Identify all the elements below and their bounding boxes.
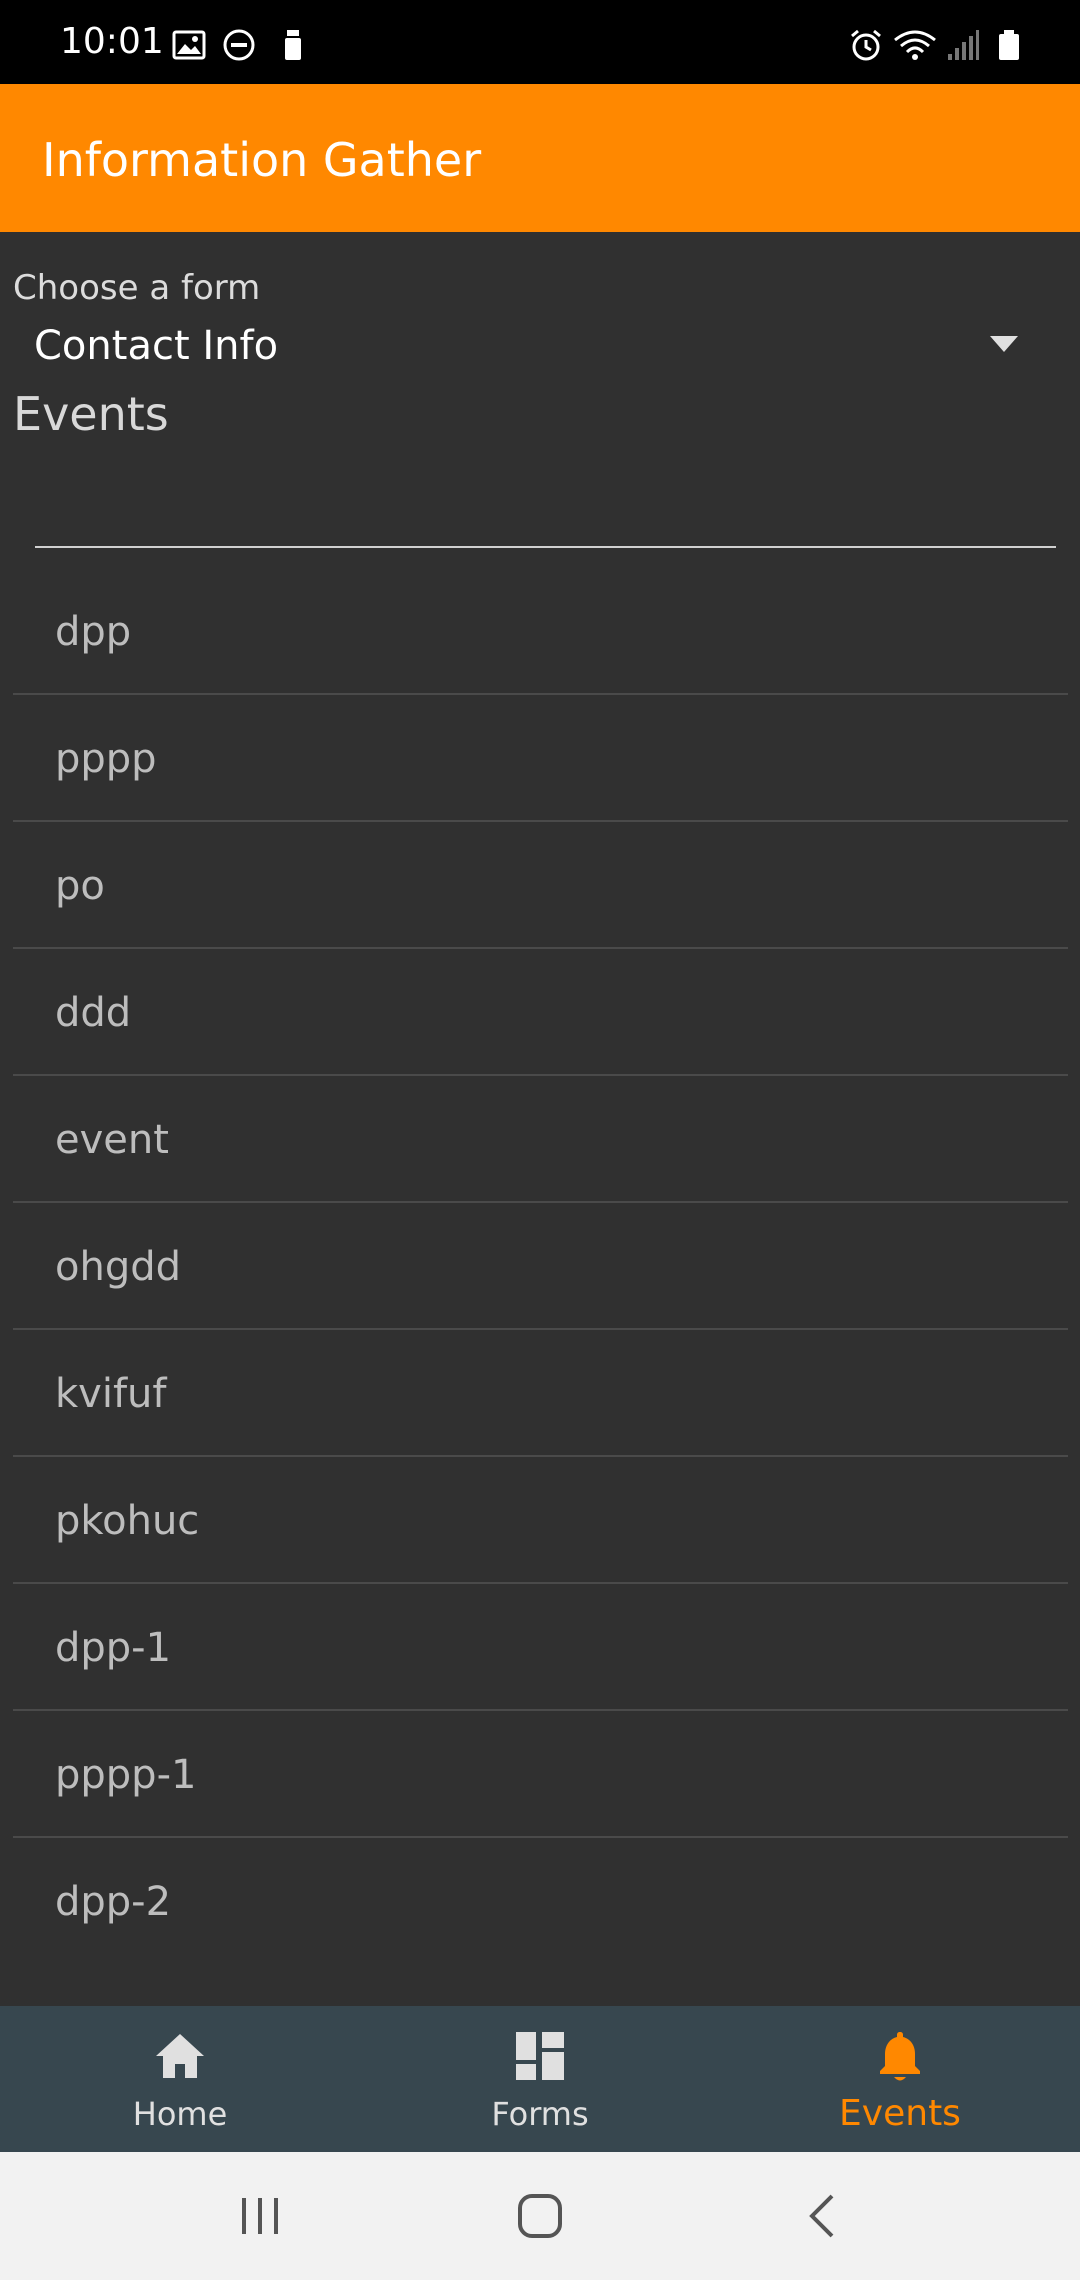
usb-debug-icon bbox=[285, 30, 301, 60]
list-item[interactable]: pkohuc bbox=[13, 1457, 1068, 1584]
form-select-value: Contact Info bbox=[34, 323, 279, 369]
alarm-icon bbox=[851, 29, 881, 61]
dropdown-caret-icon bbox=[990, 336, 1018, 352]
list-item-label: ddd bbox=[55, 990, 132, 1036]
list-item[interactable]: dpp-1 bbox=[13, 1584, 1068, 1711]
list-item[interactable]: po bbox=[13, 822, 1068, 949]
nav-item-events[interactable]: Events bbox=[720, 2006, 1080, 2152]
bottom-nav: Home Forms Events bbox=[0, 2006, 1080, 2152]
dashboard-icon bbox=[516, 2032, 564, 2080]
do-not-disturb-icon bbox=[223, 29, 255, 61]
list-item-label: pkohuc bbox=[55, 1498, 200, 1544]
form-picker-label: Choose a form bbox=[13, 268, 261, 308]
recent-apps-icon[interactable] bbox=[230, 2186, 290, 2246]
system-nav-bar bbox=[0, 2152, 1080, 2280]
back-icon[interactable] bbox=[794, 2186, 854, 2246]
form-select[interactable]: Contact Info bbox=[0, 312, 1080, 380]
nav-item-forms[interactable]: Forms bbox=[360, 2006, 720, 2152]
list-item[interactable]: ohgdd bbox=[13, 1203, 1068, 1330]
events-heading: Events bbox=[13, 387, 169, 441]
list-item-label: event bbox=[55, 1117, 169, 1163]
home-icon bbox=[156, 2034, 204, 2078]
status-bar: 10:01 bbox=[0, 0, 1080, 84]
home-button-icon[interactable] bbox=[510, 2186, 570, 2246]
battery-icon bbox=[999, 30, 1019, 60]
nav-label-events: Events bbox=[839, 2093, 961, 2134]
wifi-icon bbox=[894, 30, 936, 60]
list-item-label: kvifuf bbox=[55, 1371, 167, 1417]
nav-label-forms: Forms bbox=[491, 2095, 589, 2133]
list-item[interactable]: pppp-1 bbox=[13, 1711, 1068, 1838]
list-item[interactable]: dpp bbox=[13, 568, 1068, 695]
list-item[interactable]: kvifuf bbox=[13, 1330, 1068, 1457]
list-item[interactable]: dpp-2 bbox=[13, 1838, 1068, 1965]
list-item-label: ohgdd bbox=[55, 1244, 181, 1290]
nav-label-home: Home bbox=[132, 2095, 228, 2133]
list-item[interactable]: ddd bbox=[13, 949, 1068, 1076]
image-notification-icon bbox=[172, 30, 206, 60]
event-list: dpp pppp po ddd event ohgdd kvifuf pkohu… bbox=[13, 568, 1068, 1965]
app-title: Information Gather bbox=[42, 133, 482, 187]
nav-item-home[interactable]: Home bbox=[0, 2006, 360, 2152]
list-item-label: pppp bbox=[55, 736, 157, 782]
list-item-label: dpp bbox=[55, 609, 132, 655]
list-item[interactable]: event bbox=[13, 1076, 1068, 1203]
app-bar: Information Gather bbox=[0, 84, 1080, 232]
event-filter-input[interactable] bbox=[35, 470, 1056, 548]
status-time: 10:01 bbox=[60, 21, 164, 62]
bell-icon bbox=[880, 2032, 920, 2081]
list-item-label: dpp-2 bbox=[55, 1879, 172, 1925]
signal-icon bbox=[948, 30, 979, 60]
list-item[interactable]: pppp bbox=[13, 695, 1068, 822]
list-item-label: pppp-1 bbox=[55, 1752, 197, 1798]
list-item-label: po bbox=[55, 863, 105, 909]
list-item-label: dpp-1 bbox=[55, 1625, 172, 1671]
